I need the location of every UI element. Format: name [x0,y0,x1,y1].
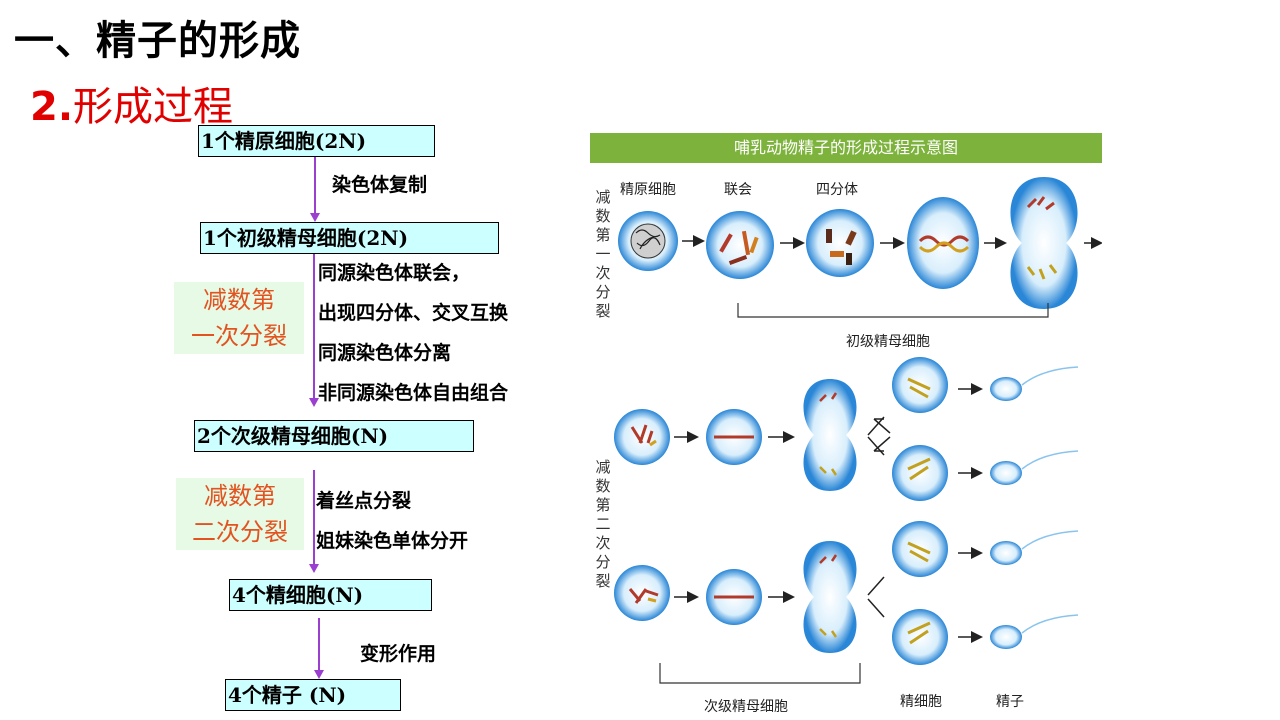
arrow-head-4 [314,670,324,679]
label-spermatogonium: 精原细胞 [620,182,676,198]
section-number: 2. [30,84,74,130]
cell-spermatid-1 [892,357,948,413]
arrow-line-4 [318,618,320,672]
cell-anaphase-1 [1010,177,1078,309]
event-assortment: 非同源染色体自由组合 [318,382,509,404]
cell-spermatid-3 [892,521,948,577]
page-title: 一、精子的形成 [14,18,301,64]
arrow-line-1 [314,157,316,215]
stage-spermatogonium: 1个精原细胞(2N) [198,125,435,157]
event-separation: 同源染色体分离 [318,342,452,364]
arrow-head-2 [309,398,319,407]
phase-1-line-2: 一次分裂 [191,322,287,350]
cell-metaphase-2b [706,569,762,625]
cell-anaphase-2a [803,379,857,491]
cell-secondary-1 [614,409,670,465]
cell-metaphase-1 [907,197,979,289]
phase-meiosis-1: 减数第 一次分裂 [174,282,304,354]
cell-spermatogonium [618,211,678,271]
sperm-4 [990,614,1079,649]
step-replication: 染色体复制 [332,174,428,196]
arrow-head-3 [309,564,319,573]
label-tetrad: 四分体 [816,182,858,198]
stage-primary-spermatocyte: 1个初级精母细胞(2N) [200,222,499,254]
phase-2-line-1: 减数第 [204,482,276,510]
event-synapsis: 同源染色体联会， [318,262,471,284]
cell-spermatid-2 [892,445,948,501]
sperm-3 [990,530,1079,565]
side-label-meiosis-1: 减数第一次分裂 [595,188,611,320]
spermatogenesis-figure: 哺乳动物精子的形成过程示意图 减数第一次分裂 减数第二次分裂 精原细胞 联会 四… [590,133,1102,717]
arrow-line-3 [313,470,315,566]
stage-spermatid: 4个精细胞(N) [229,579,432,611]
section-text: 形成过程 [73,84,234,130]
section-subtitle: 2.形成过程 [30,74,233,132]
cell-synapsis [706,211,774,279]
arrow-line-2 [313,254,315,400]
figure-illustration [614,177,1102,684]
event-tetrad: 出现四分体、交叉互换 [318,302,509,324]
arrow-head-1 [310,213,320,222]
stage-sperm: 4个精子 (N) [225,679,401,711]
event-centromere: 着丝点分裂 [316,490,412,512]
sperm-2 [990,450,1079,485]
event-chromatids: 姐妹染色单体分开 [316,530,469,552]
label-secondary-spermatocyte: 次级精母细胞 [704,699,788,715]
stage-secondary-spermatocyte: 2个次级精母细胞(N) [194,420,474,452]
label-synapsis: 联会 [724,182,752,198]
cell-anaphase-2b [803,541,857,653]
cell-spermatid-4 [892,609,948,665]
cell-secondary-2 [614,565,670,621]
phase-meiosis-2: 减数第 二次分裂 [176,478,304,550]
phase-1-line-1: 减数第 [203,286,275,314]
label-primary-spermatocyte: 初级精母细胞 [846,334,930,350]
figure-header: 哺乳动物精子的形成过程示意图 [590,133,1102,163]
cell-tetrad [806,209,874,277]
phase-2-line-2: 二次分裂 [192,518,288,546]
side-label-meiosis-2: 减数第二次分裂 [595,458,611,590]
label-spermatid: 精细胞 [900,694,942,710]
label-sperm: 精子 [996,694,1024,710]
cell-metaphase-2a [706,409,762,465]
step-metamorphosis: 变形作用 [360,643,437,665]
sperm-1 [990,366,1079,401]
